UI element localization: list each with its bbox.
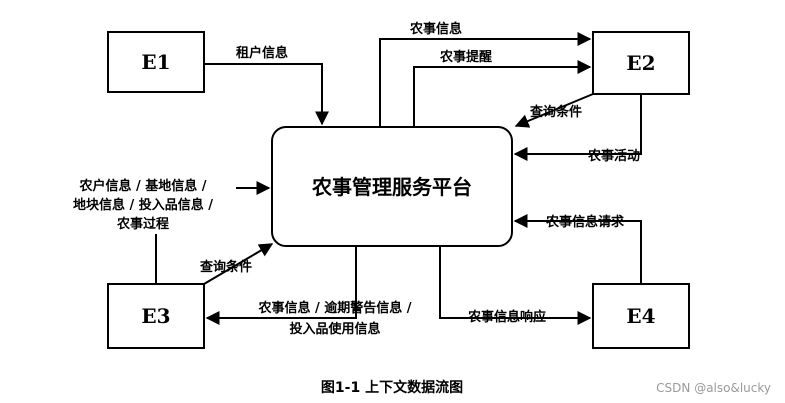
flow-e3-to-center-info: 农户信息 / 基地信息 / 地块信息 / 投入品信息 / 农事过程 — [73, 178, 271, 284]
flow-label-center-to-e3-line2: 投入品使用信息 — [289, 321, 380, 337]
flow-label-farm-info: 农事信息 — [409, 21, 462, 37]
figure-caption: 图1-1 上下文数据流图 — [321, 379, 463, 396]
entity-e3: E3 — [107, 283, 205, 349]
flow-center-to-e2-info: 农事信息 — [379, 21, 592, 127]
entity-e2-label: E2 — [626, 51, 655, 75]
entity-e1-label: E1 — [141, 50, 170, 74]
flow-label-e2-query: 查询条件 — [529, 104, 582, 120]
flow-center-to-e3: 农事信息 / 逾期警告信息 / 投入品使用信息 — [205, 246, 412, 337]
entity-e2: E2 — [592, 31, 690, 95]
flow-e4-to-center-request: 农事信息请求 — [513, 214, 642, 284]
entity-e3-label: E3 — [141, 304, 170, 328]
flow-label-e3-info-line3: 农事过程 — [116, 216, 169, 232]
flow-label-e3-info-line1: 农户信息 / 基地信息 / — [78, 178, 206, 194]
flow-e1-to-center: 租户信息 — [204, 45, 329, 126]
watermark: CSDN @also&lucky — [656, 381, 771, 395]
flow-label-center-to-e3-line1: 农事信息 / 逾期警告信息 / — [257, 300, 411, 316]
entity-e1: E1 — [107, 31, 205, 93]
central-process: 农事管理服务平台 — [271, 126, 513, 247]
flow-label-e3-query: 查询条件 — [199, 259, 252, 275]
flow-label-farm-reminder: 农事提醒 — [439, 49, 492, 65]
flow-center-to-e2-reminder: 农事提醒 — [413, 49, 592, 127]
flow-e2-to-center-activity: 农事活动 — [513, 94, 642, 164]
flow-label-farm-activity: 农事活动 — [587, 148, 640, 164]
central-process-title: 农事管理服务平台 — [311, 175, 472, 199]
flow-e3-query: 查询条件 — [199, 243, 274, 285]
flow-label-e3-info-line2: 地块信息 / 投入品信息 / — [73, 197, 213, 213]
flow-label-info-request: 农事信息请求 — [545, 214, 625, 230]
flow-label-tenant-info: 租户信息 — [236, 45, 288, 61]
entity-e4: E4 — [592, 283, 690, 349]
entity-e4-label: E4 — [626, 304, 655, 328]
flow-e2-query: 查询条件 — [514, 93, 594, 128]
flow-center-to-e4-response: 农事信息响应 — [439, 246, 592, 325]
flow-label-info-response: 农事信息响应 — [467, 309, 546, 325]
